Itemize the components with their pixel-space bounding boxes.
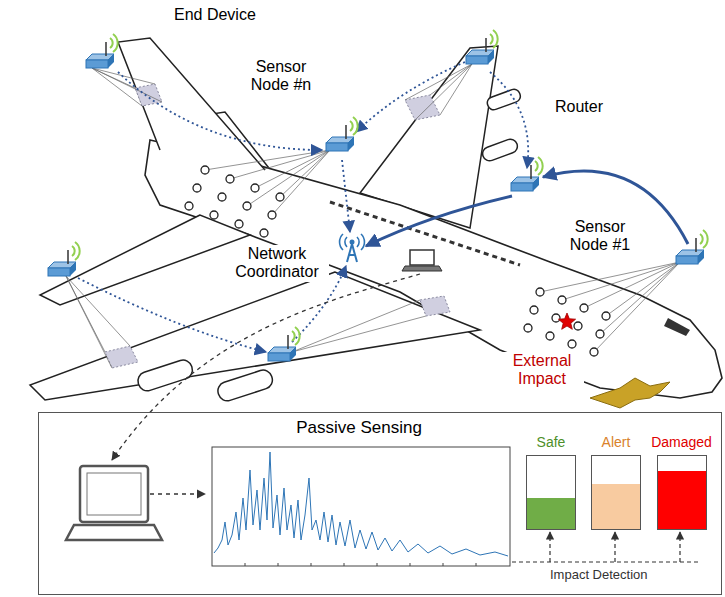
aircraft-near-side	[30, 215, 480, 403]
level-label: Alert	[602, 434, 631, 451]
sensor-patch	[105, 84, 450, 368]
router-icon	[511, 157, 543, 191]
bird	[590, 378, 670, 408]
level-indicator: Alert	[589, 433, 643, 530]
callout-label: Router	[553, 98, 605, 116]
level-bar	[526, 455, 576, 530]
callout-label: Sensor Node #n	[243, 58, 319, 95]
level-label: Damaged	[651, 434, 712, 451]
level-indicator: Damaged	[649, 433, 714, 530]
detection-threshold	[512, 532, 700, 562]
callout-label: External Impact	[500, 352, 584, 389]
sensor-array	[524, 288, 610, 356]
coordinator-antenna	[340, 234, 365, 262]
sensor-array	[185, 166, 284, 237]
level-bar	[591, 455, 641, 530]
end-device-icon	[268, 327, 300, 361]
callout-label: Sensor Node #1	[562, 218, 638, 255]
signal-chart	[212, 447, 510, 566]
level-bar	[657, 455, 707, 530]
router-icon	[326, 117, 358, 151]
cabin-windows	[330, 202, 520, 265]
laptop-icon	[402, 250, 442, 271]
sensing-panel: Safe Alert DamagedPassive Sensing	[38, 412, 722, 595]
end-device-icon	[676, 230, 708, 264]
panel-title: Passive Sensing	[39, 418, 679, 438]
end-device-icon	[86, 34, 118, 68]
wireless-link	[78, 62, 528, 352]
level-fill	[658, 471, 706, 529]
impact-star	[558, 313, 575, 329]
level-fill	[527, 498, 575, 529]
level-label: Safe	[537, 434, 566, 451]
callout-label: Network Coordinator	[225, 245, 329, 282]
level-indicator: Safe	[524, 433, 578, 530]
cockpit-window	[664, 318, 690, 336]
end-device-icon	[48, 242, 80, 276]
callout-label: End Device	[172, 6, 258, 24]
end-device-icon	[466, 30, 498, 64]
sensor-wiring	[66, 64, 680, 368]
level-fill	[592, 484, 640, 529]
laptop-icon	[66, 466, 162, 540]
callout-label: Impact Detection	[548, 568, 650, 583]
data-link	[150, 493, 205, 494]
